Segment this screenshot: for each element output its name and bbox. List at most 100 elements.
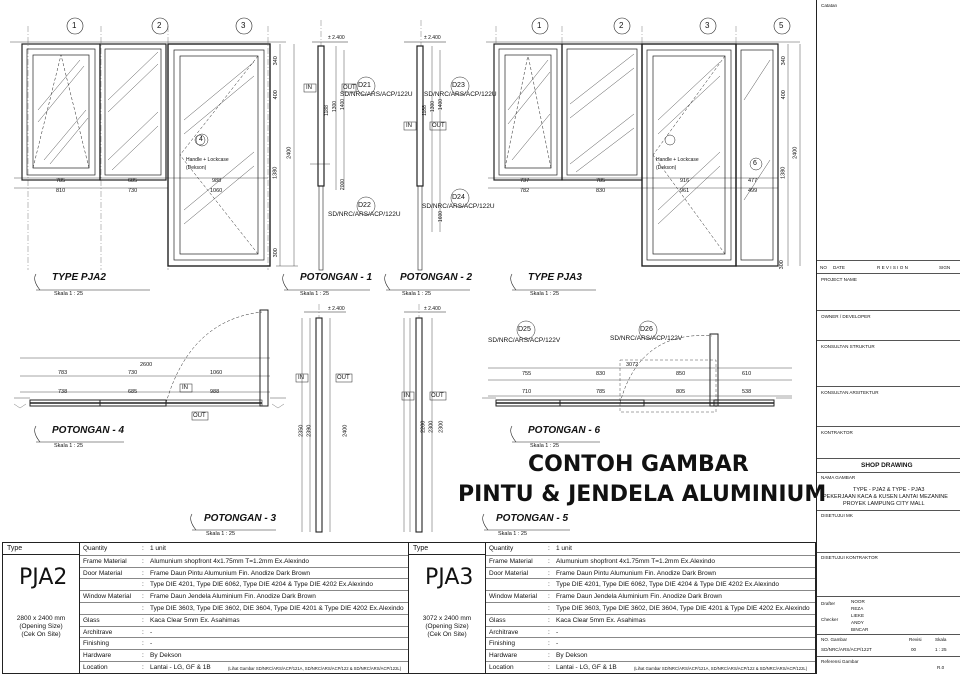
spec-value: Frame Daun Jendela Aluminium Fin. Anodiz… [556, 593, 722, 601]
dim: 1300 [430, 100, 437, 113]
spec-colon: : [548, 545, 550, 552]
dim: 2300 [438, 420, 445, 433]
title-block: Catatan NO DATE R E V I S I O N SIGN PRO… [816, 0, 960, 674]
callout-6: 6 [753, 160, 757, 167]
spec-row: Window Material:Frame Daun Jendela Alumi… [80, 590, 409, 602]
spec-row: Finishing:- [80, 637, 409, 649]
no-gambar-value: SD/NRC/ARS/ACP/122T [821, 647, 872, 652]
in-label: IN [406, 123, 412, 129]
dim: 2400 [342, 424, 349, 437]
spec-label: Architrave [489, 628, 519, 636]
spec-row: Finishing:- [486, 637, 815, 649]
dim: 730 [128, 370, 138, 376]
dim: 340 [272, 56, 279, 66]
dim: 785 [56, 178, 66, 184]
spec-value: Type DIE 3603, Type DIE 3602, DIE 3604, … [150, 605, 404, 612]
spec-label: Window Material [83, 593, 132, 601]
tag-d26: D26 [640, 326, 653, 333]
dim: 737 [520, 178, 530, 184]
callout-circle-4 [195, 133, 209, 147]
heading-line-2: PINTU & JENDELA ALUMINIUM [458, 482, 827, 507]
dim: 400 [780, 90, 787, 100]
tag-ref: SD/NRC/ARS/ACP/122U [424, 91, 497, 98]
spec-row: Glass:Kaca Clear 5mm Ex. Asahimas [80, 613, 409, 626]
dim: 1060 [210, 370, 223, 376]
potongan-4-plan [13, 309, 286, 409]
spec-value: Type DIE 4201, Type DIE 6062, Type DIE 4… [556, 581, 779, 589]
dim: 1400 [340, 98, 347, 111]
rev-no-header: NO [820, 265, 827, 270]
tag-d24: D24 [452, 194, 465, 201]
title-potongan-6: POTONGAN - 6 [528, 425, 601, 436]
handle-note-pja2-brand: (Dekson) [186, 165, 207, 171]
checker-label: Checker [821, 617, 839, 622]
rev-revision-header: R E V I S I O N [877, 265, 908, 270]
out-label: OUT [343, 85, 356, 91]
revisi-label: Revisi [909, 637, 922, 642]
sheet-type: SHOP DRAWING [861, 462, 913, 469]
spec-colon: : [548, 593, 550, 601]
scale-label: Skala 1 : 25 [54, 291, 84, 297]
tag-d25: D25 [518, 326, 531, 333]
spec-label: Door Material [83, 569, 123, 577]
dim: 400 [272, 90, 279, 100]
spec-value: Type DIE 3603, Type DIE 3602, DIE 3604, … [556, 605, 810, 612]
spec-label: Finishing [83, 640, 110, 648]
spec-value: - [556, 628, 559, 636]
spec-row: :Type DIE 4201, Type DIE 6062, Type DIE … [80, 578, 409, 590]
disetujui-mk-label: DISETUJUI MK [821, 513, 853, 518]
spec-row: Architrave:- [486, 625, 815, 638]
tag-d22: D22 [358, 202, 371, 209]
scale-label: Skala 1 : 25 [54, 443, 84, 449]
handle-note-pja3-brand: (Dekson) [656, 165, 677, 171]
disetujui-kontraktor-label: DISETUJUI KONTRAKTOR [821, 555, 878, 560]
dim: 3072 [626, 362, 639, 368]
level-mark: ± 2.400 [328, 35, 345, 41]
spec-colon: : [548, 605, 550, 612]
spec-colon: : [142, 581, 144, 589]
type-code: PJA3 [425, 565, 474, 590]
konsultan-arsitektur-label: KONSULTAN ARSITEKTUR [821, 390, 879, 395]
spec-row: Quantity:1 unit [80, 543, 409, 554]
drawing-canvas [10, 17, 801, 533]
spec-note: (Lihat Gambar SD/NRC/ARS/ACP/121A, SD/NR… [634, 665, 808, 671]
spec-colon: : [142, 616, 144, 624]
spec-colon: : [548, 652, 550, 660]
spec-label: Window Material [489, 593, 538, 601]
spec-row: Quantity:1 unit [486, 543, 815, 554]
dim: 1060 [210, 188, 223, 194]
no-gambar-label: NO. Gambar [821, 637, 848, 642]
spec-colon: : [548, 569, 550, 577]
spec-table-pja2: Type PJA2 2800 x 2400 mm (Opening Size) … [2, 542, 410, 674]
out-label: OUT [432, 123, 445, 129]
tag-ref: SD/NRC/ARS/ACP/122U [328, 211, 401, 218]
dim: 805 [676, 389, 686, 395]
type-header: Type [7, 545, 23, 552]
dim: 1188 [421, 105, 428, 116]
dim: 2300 [428, 420, 435, 433]
rev-date-header: DATE [833, 265, 845, 270]
in-out-boxes [179, 83, 447, 421]
spec-row: Door Material:Frame Daun Pintu Alumunium… [80, 566, 409, 579]
title-type-pja3: TYPE PJA3 [528, 272, 582, 283]
spec-value: Alumunium shopfront 4x1.75mm T=1.2mm Ex.… [150, 557, 310, 565]
title-potongan-1: POTONGAN - 1 [300, 272, 373, 283]
nama-gambar-label: NAMA GAMBAR [821, 475, 856, 480]
spec-label: Glass [489, 616, 506, 624]
title-potongan-4: POTONGAN - 4 [52, 425, 125, 436]
drawing-name-line-1: TYPE - PJA2 & TYPE - PJA3 [853, 487, 925, 493]
spec-label: Location [489, 664, 514, 671]
dim: 300 [272, 248, 279, 258]
type-header: Type [413, 545, 429, 552]
spec-value: Alumunium shopfront 4x1.75mm T=1.2mm Ex.… [556, 557, 716, 565]
in-label: IN [404, 393, 410, 399]
spec-value: Frame Daun Pintu Alumunium Fin. Anodize … [150, 569, 311, 577]
out-label: OUT [337, 375, 350, 381]
title-type-pja2: TYPE PJA2 [52, 272, 106, 283]
spec-label: Frame Material [83, 557, 127, 565]
spec-colon: : [142, 593, 144, 601]
person-name: NOOR [851, 599, 865, 604]
owner-label: OWNER / DEVELOPER [821, 314, 871, 319]
spec-label: Quantity [489, 545, 514, 552]
opening-size: 3072 x 2400 mm (Opening Size) (Cek On Si… [411, 615, 483, 639]
